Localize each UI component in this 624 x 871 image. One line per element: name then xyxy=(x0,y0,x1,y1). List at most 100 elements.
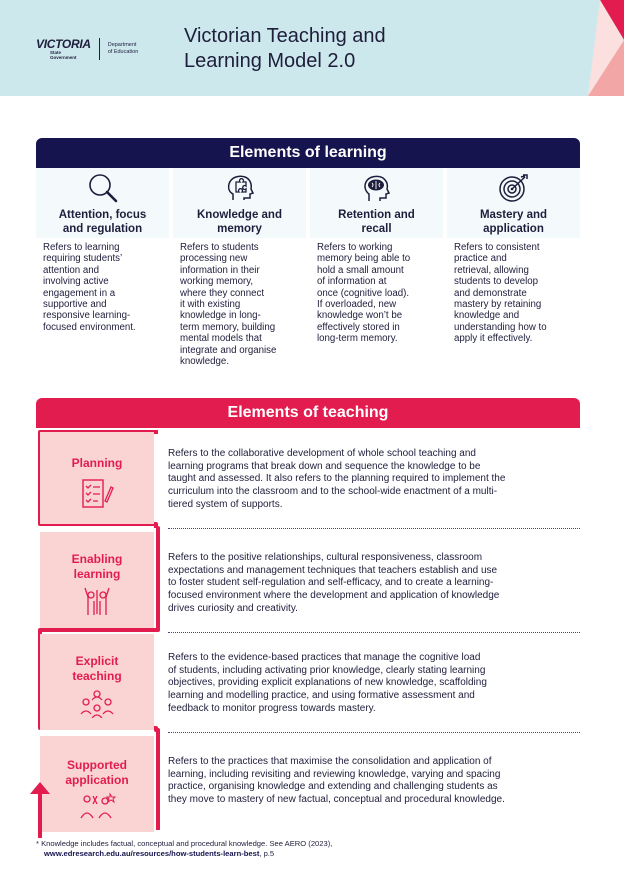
footnote-link[interactable]: www.edresearch.edu.au/resources/how-stud… xyxy=(44,849,260,858)
desc-line: mastery by retaining xyxy=(454,299,542,311)
desc-line: learning and modelling practice, and usi… xyxy=(168,690,475,702)
department-line2: of Education xyxy=(107,49,139,55)
desc-line: drives curiosity and creativity. xyxy=(168,602,298,614)
teaching-title: Enabling xyxy=(71,552,123,566)
footnote: * Knowledge includes factual, conceptual… xyxy=(36,839,332,859)
footnote-suffix: , p.5 xyxy=(259,849,275,858)
desc-line: mental models that xyxy=(180,333,262,345)
desc-line: where they connect xyxy=(180,287,265,299)
desc-line: retrieval, allowing xyxy=(454,264,529,276)
learning-title-line: Attention, focus xyxy=(58,209,147,221)
teaching-heading: Elements of teaching xyxy=(36,398,580,428)
teaching-tile: Explicit teaching xyxy=(40,634,154,730)
desc-line: integrate and organise xyxy=(180,344,277,356)
teaching-description: Refers to the positive relationships, cu… xyxy=(168,552,572,616)
learning-column: Attention, focus and regulation Refers t… xyxy=(36,168,169,386)
desc-line: requiring students’ xyxy=(43,253,123,265)
desc-line: Refers to learning xyxy=(43,242,120,253)
desc-line: and demonstrate xyxy=(454,287,527,299)
page-header: VICTORIA State Government Department of … xyxy=(0,0,624,96)
collaboration-icon xyxy=(40,792,154,825)
desc-line: learning programs that break down and se… xyxy=(168,460,481,472)
group-discussion-icon xyxy=(40,688,154,723)
logo-sub-government: Government xyxy=(50,54,77,60)
target-icon xyxy=(447,172,580,204)
teaching-title: teaching xyxy=(72,669,122,683)
logo-divider xyxy=(98,38,100,60)
learning-title-line: and regulation xyxy=(62,223,143,235)
desc-line: term memory, building xyxy=(180,321,276,333)
desc-line: it with existing xyxy=(180,299,241,311)
desc-line: engagement in a xyxy=(43,287,116,299)
department-line1: Department xyxy=(107,42,137,48)
learning-title-line: Knowledge and xyxy=(197,209,282,221)
teaching-description: Refers to the collaborative development … xyxy=(168,448,572,512)
desc-line: effectively stored in xyxy=(317,321,400,333)
desc-line: Refers to working xyxy=(317,242,393,253)
desc-line: Refers to students xyxy=(180,242,259,253)
learning-title-line: application xyxy=(483,223,544,235)
desc-line: expectations and management techniques t… xyxy=(168,564,498,576)
desc-line: responsive learning- xyxy=(43,310,131,322)
learning-column: Mastery and application Refers to consis… xyxy=(447,168,580,386)
desc-line: learning, including revisiting and revie… xyxy=(168,768,501,780)
learning-description: Refers to students processing new inform… xyxy=(173,238,306,386)
row-divider xyxy=(168,732,580,733)
desc-line: supportive and xyxy=(43,299,107,311)
logo-wordmark: VICTORIA xyxy=(36,36,91,51)
desc-line: practice, organising knowledge and exten… xyxy=(168,781,498,793)
desc-line: Refers to consistent xyxy=(454,242,540,253)
desc-line: working memory, xyxy=(180,276,254,288)
checklist-icon xyxy=(40,477,154,516)
desc-line: tiered system of supports. xyxy=(168,498,283,510)
document-title: Victorian Teaching and Learning Model 2.… xyxy=(184,24,386,74)
desc-line: objectives, providing explicit explanati… xyxy=(168,677,487,689)
learning-description: Refers to working memory being able to h… xyxy=(310,238,443,386)
learning-column: Retention and recall Refers to working m… xyxy=(310,168,443,386)
row-divider xyxy=(168,528,580,529)
learning-title: Retention and recall xyxy=(310,208,443,236)
desc-line: long-term memory. xyxy=(317,333,398,345)
footnote-text: * Knowledge includes factual, conceptual… xyxy=(36,839,333,848)
desc-line: knowledge and xyxy=(454,310,520,322)
learning-columns: Attention, focus and regulation Refers t… xyxy=(36,168,580,386)
learning-title: Attention, focus and regulation xyxy=(36,208,169,236)
logo-sub-state: State xyxy=(50,49,62,55)
desc-line: Refers to the evidence-based practices t… xyxy=(168,652,481,663)
desc-line: feedback to monitor progress towards mas… xyxy=(168,702,376,714)
desc-line: of information at xyxy=(317,276,387,288)
desc-line: knowledge. xyxy=(180,356,230,368)
desc-line: understanding how to xyxy=(454,321,547,333)
teaching-title: Supported xyxy=(67,758,127,772)
desc-line: they move to mastery of new factual, con… xyxy=(168,794,505,806)
desc-line: practice and xyxy=(454,253,507,265)
people-raising-hands-icon xyxy=(40,586,154,623)
desc-line: students to develop xyxy=(454,276,539,288)
desc-line: attention and xyxy=(43,264,100,276)
teaching-description: Refers to the practices that maximise th… xyxy=(168,756,572,807)
arrow-up-icon xyxy=(30,782,50,838)
learning-description: Refers to consistent practice and retrie… xyxy=(447,238,580,386)
desc-line: processing new xyxy=(180,253,248,265)
desc-line: hold a small amount xyxy=(317,264,404,276)
teaching-tile: Enabling learning xyxy=(40,532,154,628)
desc-line: focused environment where the developmen… xyxy=(168,590,500,602)
puzzle-head-icon xyxy=(173,172,306,204)
row-divider xyxy=(168,632,580,633)
learning-description: Refers to learning requiring students’ a… xyxy=(36,238,169,386)
learning-title: Mastery and application xyxy=(447,208,580,236)
teaching-title: application xyxy=(65,773,129,787)
desc-line: knowledge won’t be xyxy=(317,310,403,322)
desc-line: involving active xyxy=(43,276,109,288)
learning-column: Knowledge and memory Refers to students … xyxy=(173,168,306,386)
desc-line: apply it effectively. xyxy=(454,333,533,345)
teaching-title: Explicit xyxy=(75,654,119,668)
teaching-description: Refers to the evidence-based practices t… xyxy=(168,652,572,716)
desc-line: knowledge in long- xyxy=(180,310,261,322)
teaching-title: Planning xyxy=(71,456,123,470)
desc-line: focused environment. xyxy=(43,321,136,333)
learning-title-line: recall xyxy=(361,223,392,235)
learning-title-line: memory xyxy=(217,223,262,235)
teaching-tile: Supported application xyxy=(40,736,154,832)
brain-head-icon xyxy=(310,172,443,204)
